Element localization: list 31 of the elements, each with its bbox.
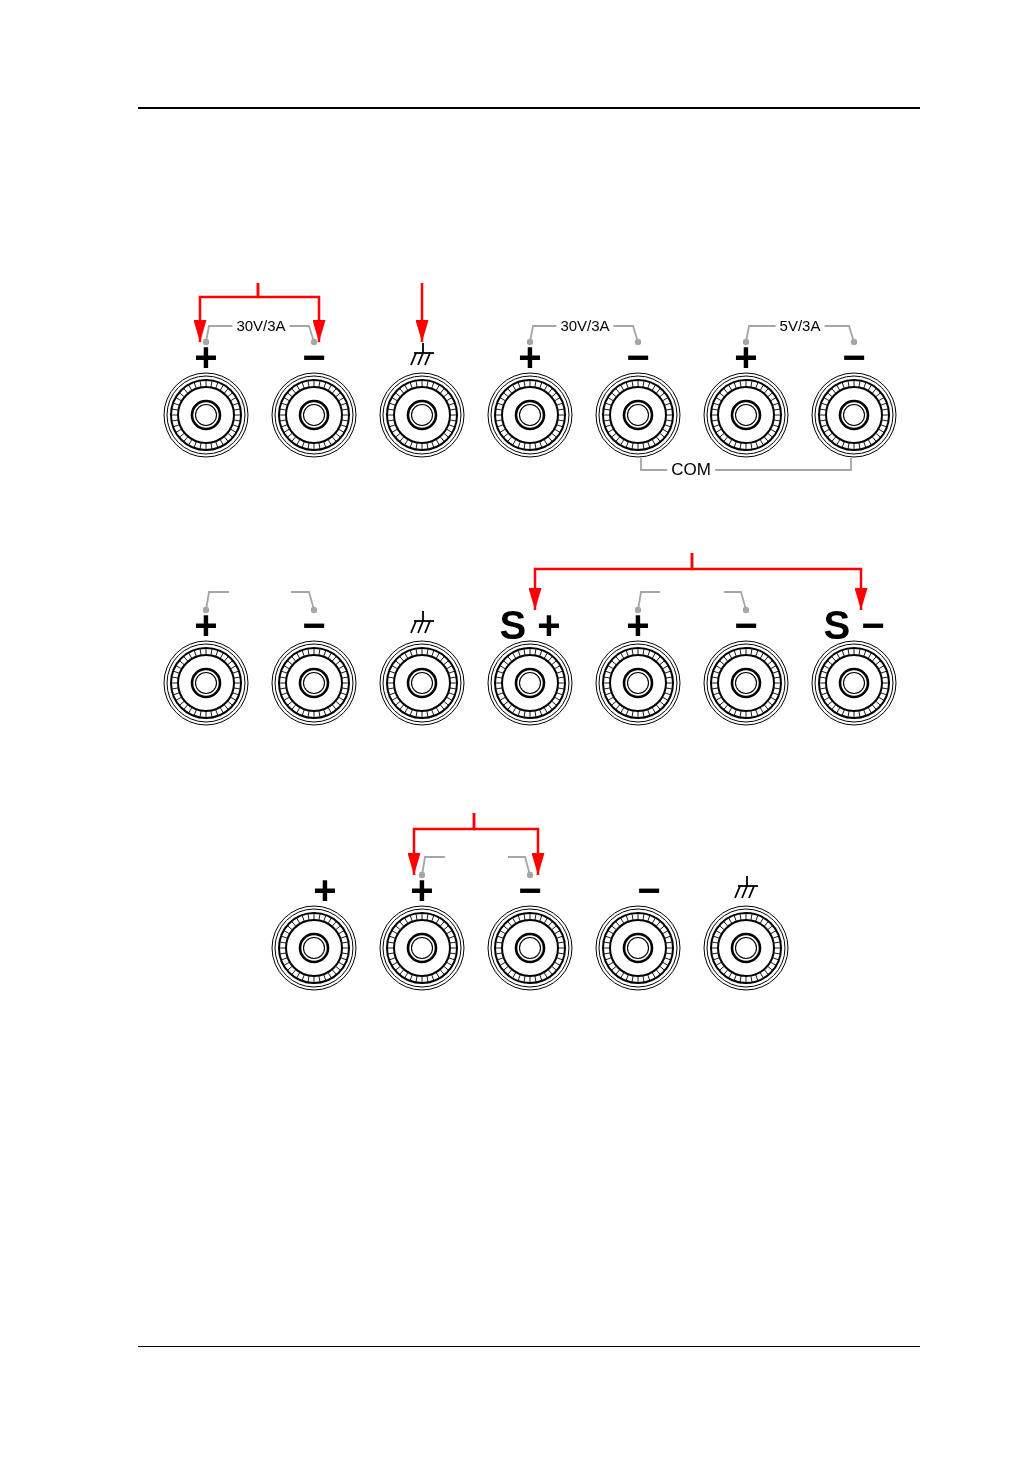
polarity-label: +	[313, 875, 337, 905]
polarity-label: −	[842, 342, 866, 372]
polarity-label: −	[302, 610, 326, 640]
terminal	[378, 342, 466, 458]
dot-ended-line	[202, 591, 230, 614]
polarity-label: +	[626, 610, 650, 640]
polarity-label: +	[194, 342, 218, 372]
polarity-label: −	[637, 875, 661, 905]
arrow	[472, 813, 545, 875]
terminal	[810, 610, 898, 726]
polarity-label: +	[410, 875, 434, 905]
polarity-label: −	[302, 342, 326, 372]
dot-ended-line	[634, 591, 661, 614]
arrow	[256, 283, 326, 342]
dot-ended-line	[290, 591, 318, 614]
dot-ended-line	[507, 856, 534, 879]
polarity-label: +	[734, 342, 758, 372]
arrow	[690, 553, 868, 610]
polarity-label: −	[626, 342, 650, 372]
polarity-label: S +	[499, 610, 561, 640]
polarity-label: −	[518, 875, 542, 905]
terminal	[378, 610, 466, 726]
polarity-label: −	[734, 610, 758, 640]
polarity-label: +	[194, 610, 218, 640]
terminal	[702, 875, 790, 991]
arrow	[415, 283, 429, 342]
dot-ended-line	[418, 856, 446, 879]
polarity-label: S −	[823, 610, 885, 640]
polarity-label: +	[518, 342, 542, 372]
dot-ended-line	[723, 591, 750, 614]
terminal	[486, 610, 574, 726]
